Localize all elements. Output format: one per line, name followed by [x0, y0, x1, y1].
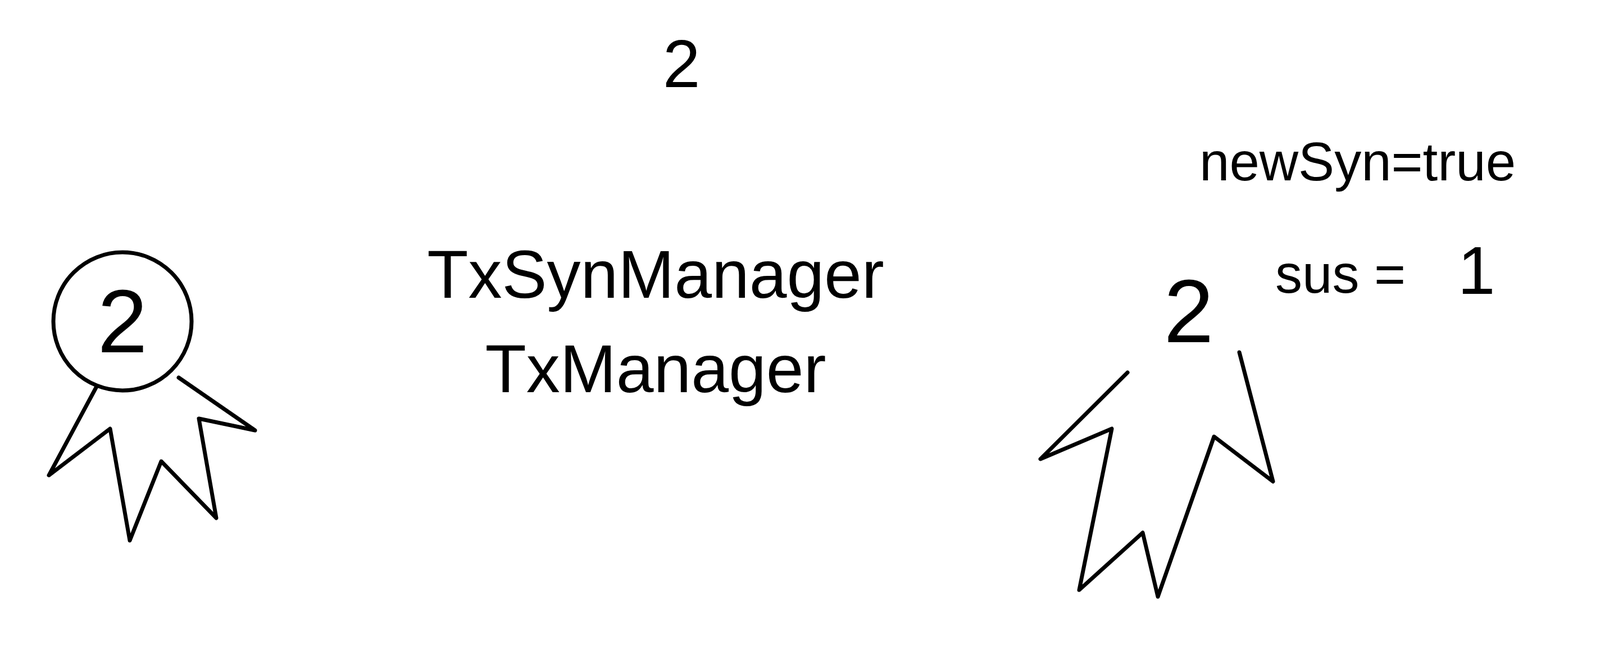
cloud-outline — [1123, 28, 1585, 433]
component-name: TxManager — [485, 331, 827, 406]
box-outline — [360, 152, 952, 490]
component-name: TxSynManager — [426, 237, 885, 312]
person-head: 2 — [1117, 239, 1261, 383]
callout-number: 2 — [662, 26, 701, 101]
callout-number: 1 — [1457, 233, 1496, 308]
callout-number: 2 — [97, 271, 148, 371]
person-body — [48, 377, 256, 541]
thought-cloud: newSyn=true sus = 1 — [1123, 28, 1585, 433]
callout-circle: 2 — [632, 14, 731, 113]
thought-text: sus = — [1275, 244, 1406, 304]
circle-outline — [53, 252, 192, 391]
person-body — [1040, 352, 1274, 597]
thought-text: newSyn=true — [1199, 132, 1516, 192]
callout-number: 2 — [1164, 261, 1215, 361]
process-box: TxSynManagerTxManager — [360, 152, 952, 490]
person-head: 2 — [51, 250, 194, 393]
callout-circle: 1 — [1426, 220, 1526, 320]
